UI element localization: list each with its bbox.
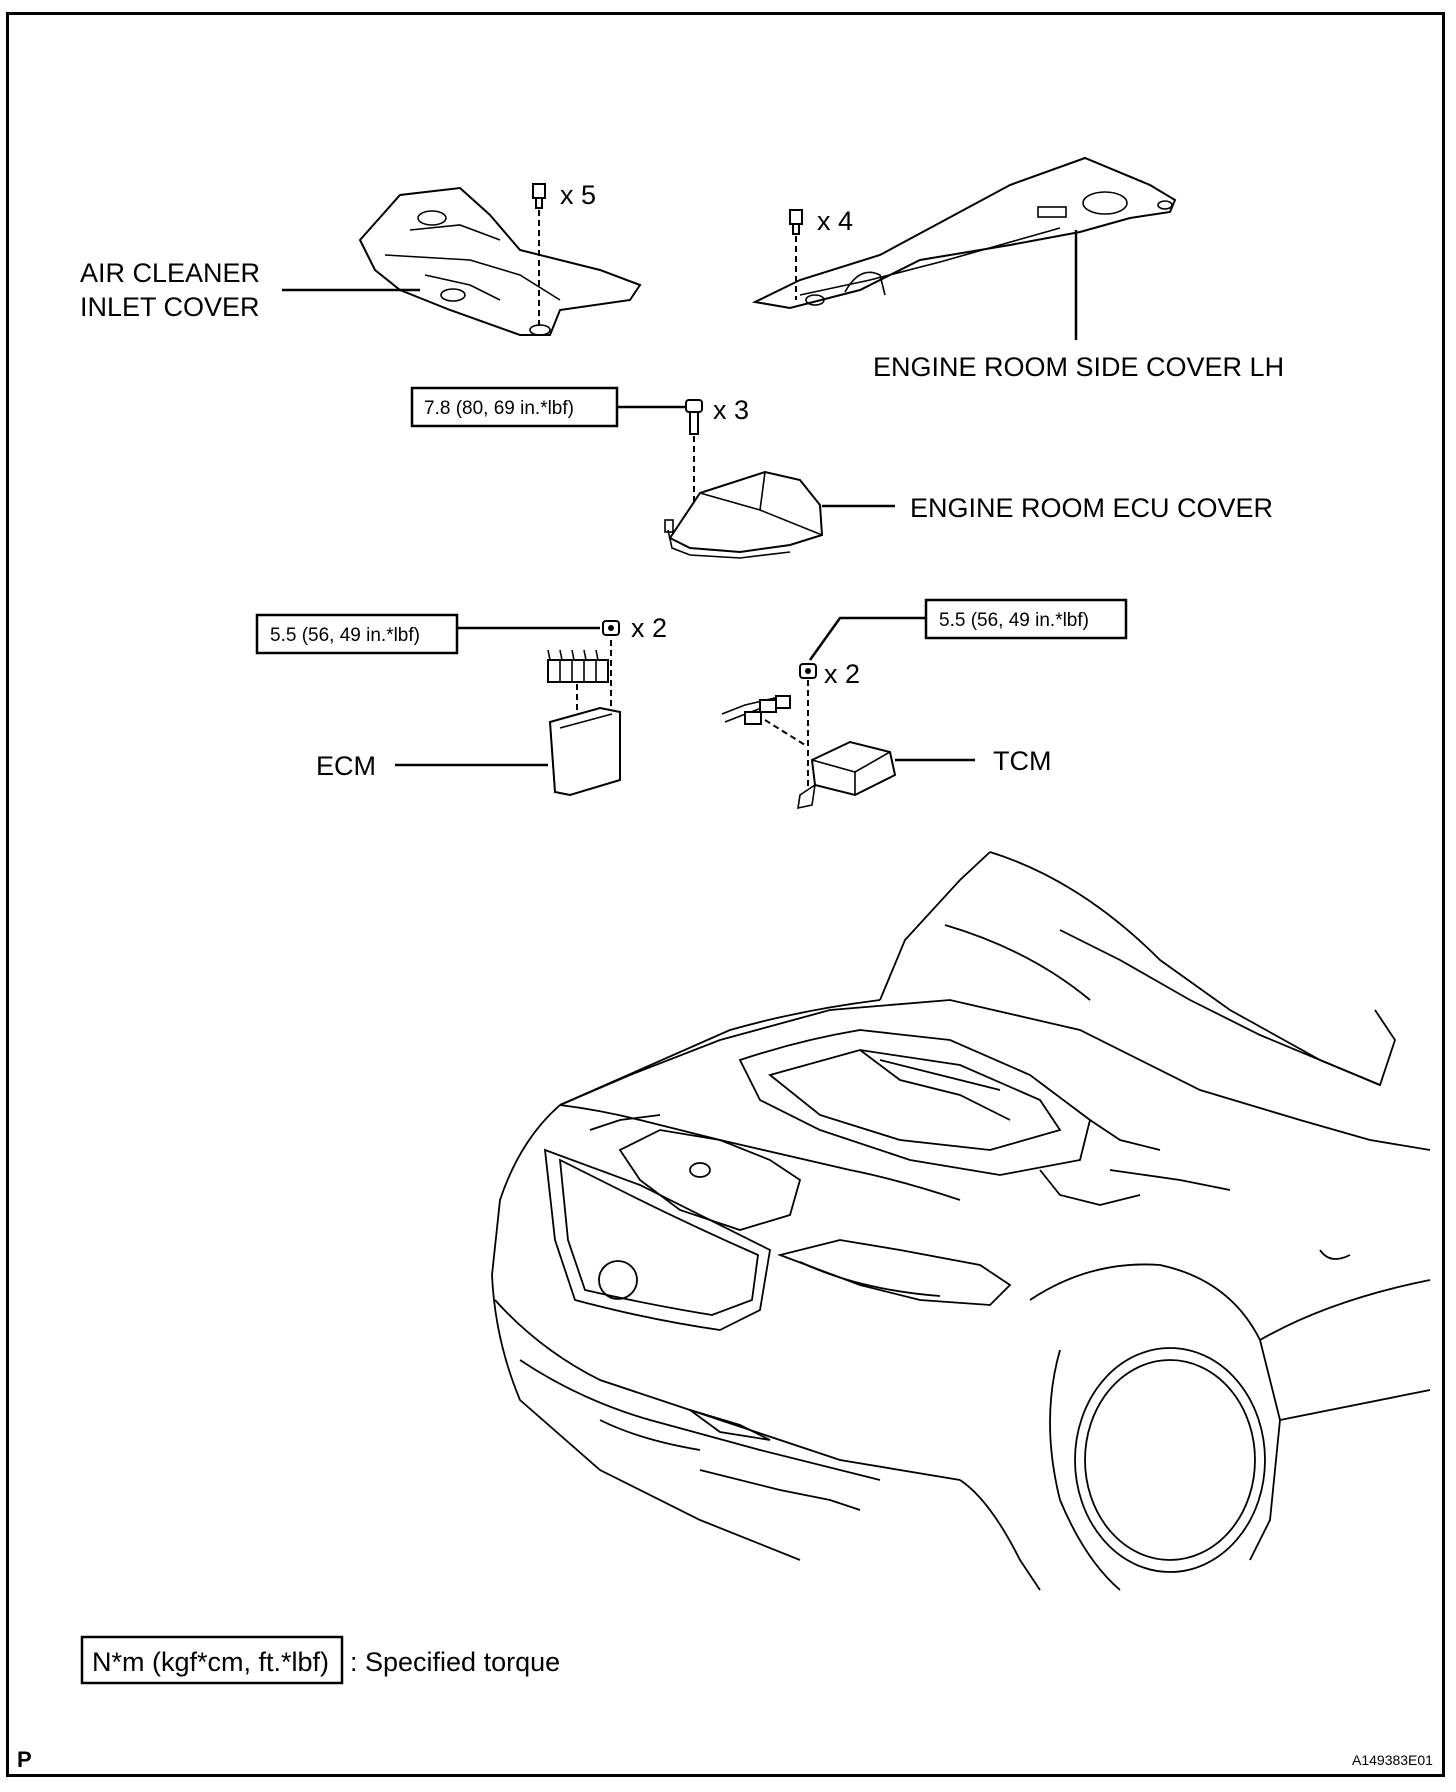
page-marker: P xyxy=(17,1747,32,1772)
tcm-torque-box xyxy=(924,598,1128,640)
air-cleaner-inlet-cover-part xyxy=(358,186,642,336)
ecm-part xyxy=(548,706,621,797)
tcm-connector-guide xyxy=(764,719,806,746)
figure-id: A149383E01 xyxy=(1352,1752,1433,1768)
engine-room-ecu-cover-part xyxy=(664,470,824,559)
legend-unit-box xyxy=(80,1635,344,1685)
vehicle-front-illustration xyxy=(491,851,1431,1591)
tcm-part xyxy=(797,740,897,810)
ecm-torque-box xyxy=(255,613,459,655)
side-cover-label: ENGINE ROOM SIDE COVER LH xyxy=(873,352,1284,382)
legend-unit: N*m (kgf*cm, ft.*lbf) xyxy=(92,1647,329,1677)
ecm-nut-icon xyxy=(602,620,620,636)
ecu-cover-torque-box xyxy=(410,386,619,428)
tcm-torque: 5.5 (56, 49 in.*lbf) xyxy=(939,610,1089,631)
tcm-torque-leader xyxy=(808,616,926,661)
tcm-connectors xyxy=(721,695,791,725)
air-cleaner-clip-qty: x 5 xyxy=(560,180,596,210)
ecm-nut-qty: x 2 xyxy=(631,613,667,643)
ecu-cover-bolt-qty: x 3 xyxy=(713,395,749,425)
ecu-cover-bolt-icon xyxy=(685,399,703,435)
ecm-connectors xyxy=(547,649,609,683)
air-cleaner-label-line2: INLET COVER xyxy=(80,292,260,322)
side-cover-clip-qty: x 4 xyxy=(817,206,853,236)
ecm-torque: 5.5 (56, 49 in.*lbf) xyxy=(270,625,420,646)
air-cleaner-label-line1: AIR CLEANER xyxy=(80,258,260,288)
figure-frame xyxy=(6,12,1445,1777)
engine-room-side-cover-part xyxy=(751,156,1177,310)
tcm-nut-icon xyxy=(799,663,817,679)
ecu-cover-torque: 7.8 (80, 69 in.*lbf) xyxy=(424,398,574,419)
air-cleaner-clip-icon xyxy=(532,183,546,209)
tcm-nut-qty: x 2 xyxy=(824,659,860,689)
tcm-label: TCM xyxy=(993,746,1051,776)
legend-description: : Specified torque xyxy=(350,1647,560,1677)
side-cover-clip-icon xyxy=(789,209,803,235)
ecu-cover-label: ENGINE ROOM ECU COVER xyxy=(910,493,1273,523)
ecm-label: ECM xyxy=(316,751,376,781)
